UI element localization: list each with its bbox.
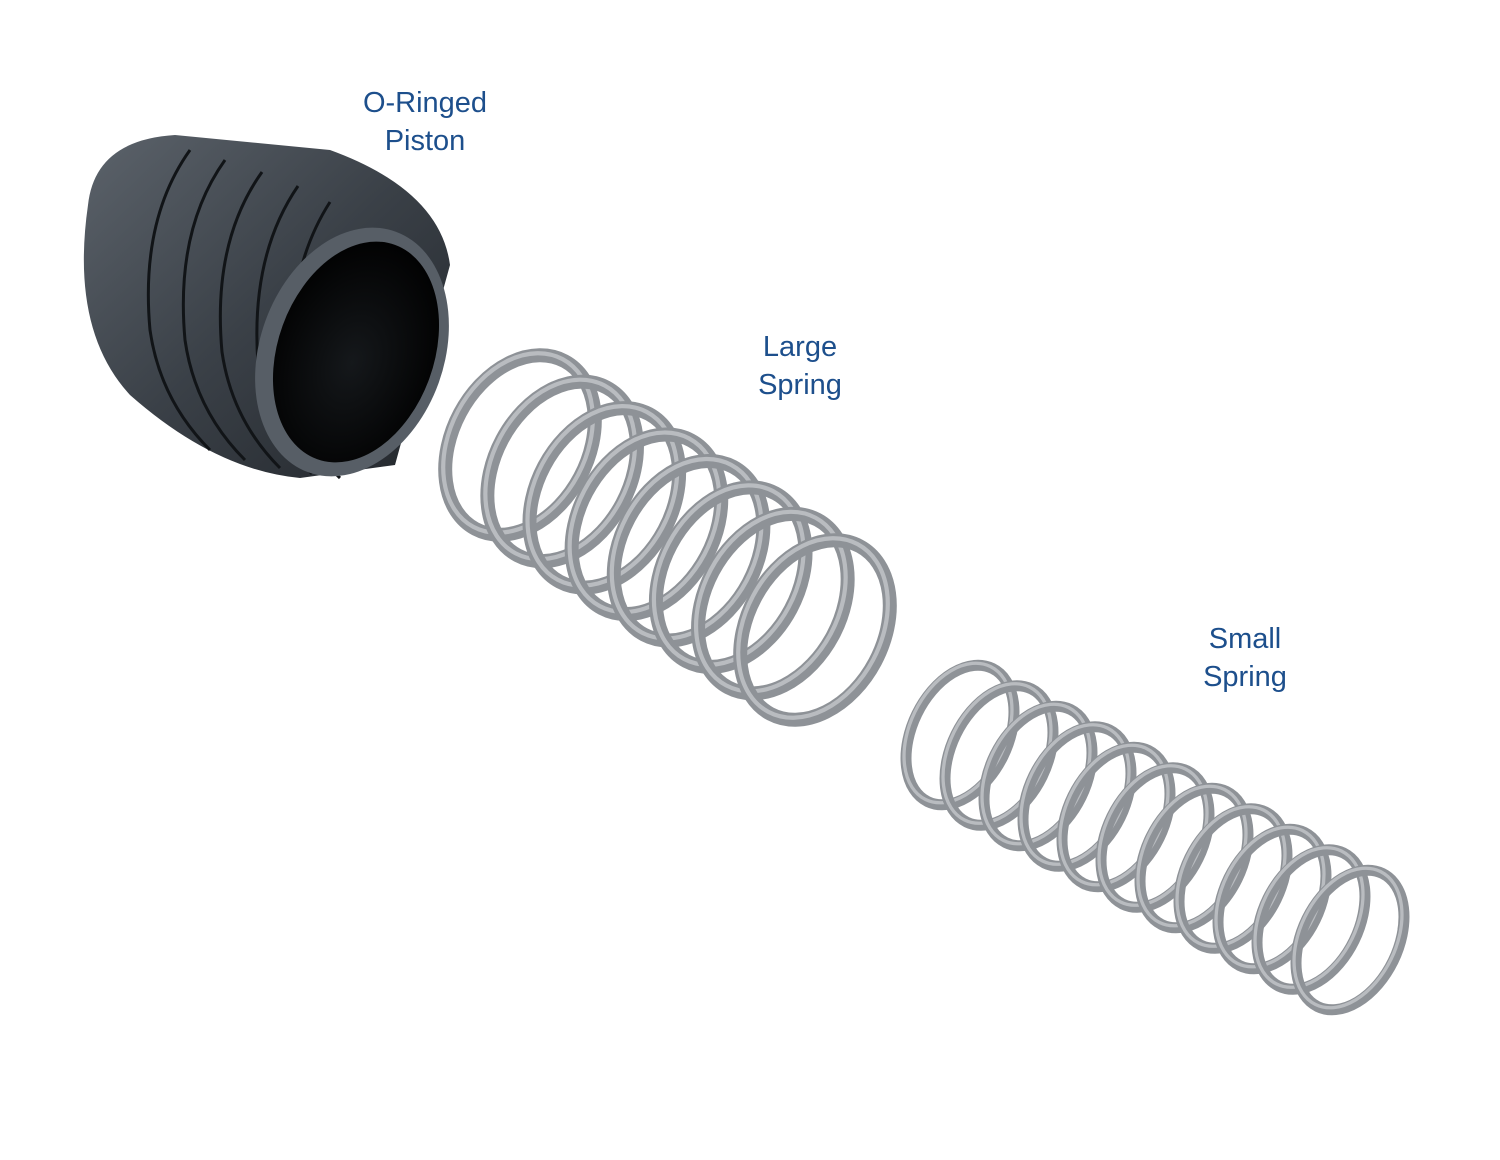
piston-bore xyxy=(272,241,440,463)
small-spring-coil-highlight xyxy=(1292,866,1404,1010)
large-spring-coil-highlight xyxy=(441,351,595,535)
piston-label-line1: O-Ringed xyxy=(362,87,488,119)
small-spring-label: Small Spring xyxy=(1150,620,1340,696)
large-spring-coil-highlight xyxy=(651,483,806,667)
large-spring-coil-highlight xyxy=(525,404,680,588)
large-spring-coil-highlight xyxy=(693,509,848,694)
o-ringed-piston xyxy=(83,135,450,480)
piston-label: O-Ringed Piston xyxy=(330,84,520,160)
piston-label-line2: Piston xyxy=(384,125,466,157)
large-spring-label-line2: Spring xyxy=(758,369,842,401)
small-spring-label-line2: Spring xyxy=(1203,661,1287,693)
large-spring-coil-highlight xyxy=(609,456,764,641)
small-spring-coil-highlight xyxy=(1253,846,1365,989)
large-spring-label: Large Spring xyxy=(710,328,890,404)
large-spring-coil-highlight xyxy=(483,377,638,562)
small-spring-label-line1: Small xyxy=(1208,623,1282,655)
large-spring xyxy=(438,348,897,727)
small-spring xyxy=(900,659,1410,1016)
large-spring-label-line1: Large xyxy=(762,331,838,363)
large-spring-coil-highlight xyxy=(567,430,722,615)
large-spring-coil-highlight xyxy=(736,536,890,720)
